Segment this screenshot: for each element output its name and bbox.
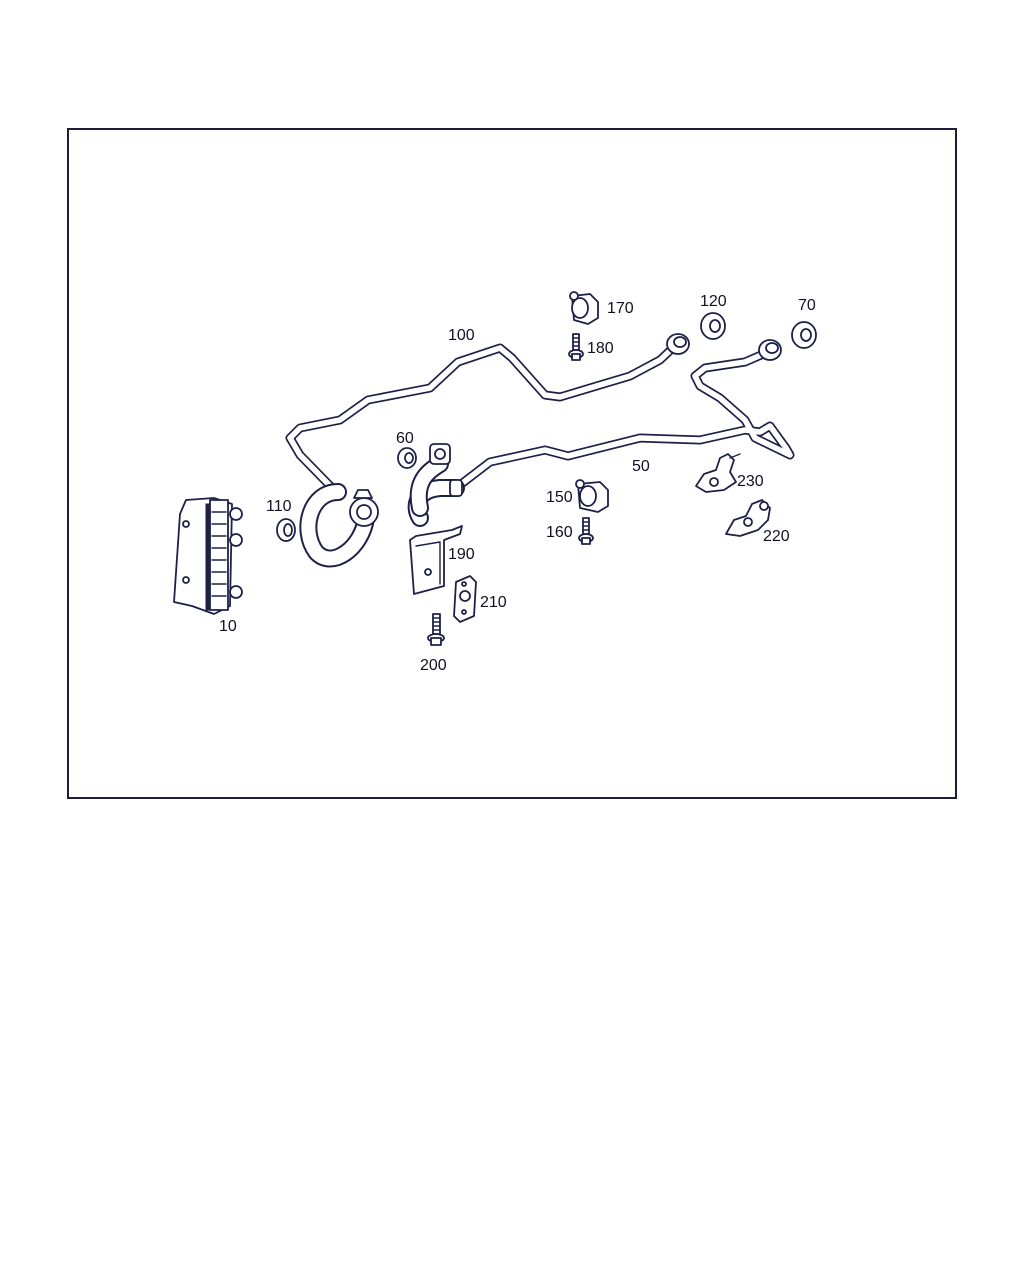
- callout-160: 160: [546, 524, 573, 541]
- bolt-160: [578, 517, 594, 545]
- pipe-50: [451, 347, 795, 493]
- callout-220: 220: [763, 528, 790, 545]
- seal-120: [700, 312, 726, 340]
- callout-50: 50: [632, 458, 650, 475]
- bracket-210: [453, 575, 477, 623]
- pipe-100-end: [666, 333, 690, 355]
- callout-150: 150: [546, 489, 573, 506]
- callout-210: 210: [480, 594, 507, 611]
- clip-220: [725, 499, 771, 537]
- callout-120: 120: [700, 293, 727, 310]
- callout-230: 230: [737, 473, 764, 490]
- hose-100: [299, 483, 375, 568]
- oil-cooler-10: [173, 497, 243, 615]
- callout-70: 70: [798, 297, 816, 314]
- bolt-180: [568, 333, 584, 361]
- callout-180: 180: [587, 340, 614, 357]
- diagram-frame: [67, 128, 957, 799]
- callout-110: 110: [266, 498, 292, 515]
- callout-100: 100: [448, 327, 475, 344]
- callout-190: 190: [448, 546, 475, 563]
- clamp-150: [575, 479, 609, 513]
- pipe-50-end: [758, 339, 782, 361]
- bracket-190: [409, 525, 463, 595]
- fitting-50: [429, 443, 463, 497]
- bolt-200: [427, 613, 445, 646]
- seal-70: [791, 321, 817, 349]
- pipe-100: [285, 340, 681, 501]
- callout-10: 10: [219, 618, 237, 635]
- seal-60: [397, 447, 417, 469]
- fitting-100: [349, 489, 379, 527]
- callout-60: 60: [396, 430, 414, 447]
- bracket-230: [695, 453, 741, 493]
- clamp-170: [569, 291, 599, 325]
- callout-200: 200: [420, 657, 447, 674]
- callout-170: 170: [607, 300, 634, 317]
- hose-50: [407, 455, 465, 527]
- seal-110: [276, 518, 296, 542]
